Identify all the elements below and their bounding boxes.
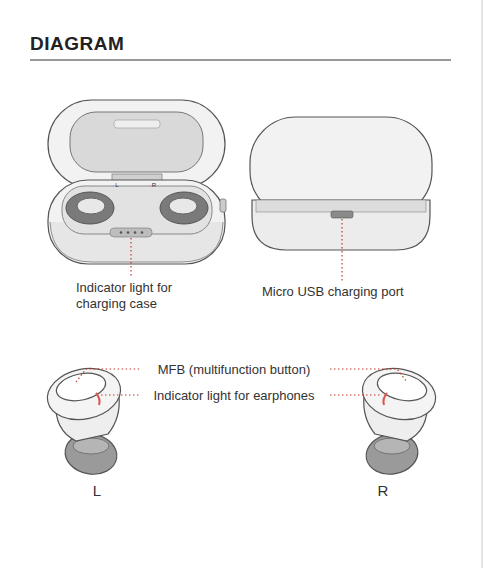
open-charging-case	[48, 100, 226, 264]
tray-marking: R	[149, 182, 159, 189]
side-marking: L	[87, 482, 107, 500]
leader-lines	[76, 219, 407, 395]
side-marking: R	[373, 482, 393, 500]
tray-marking: L	[112, 182, 122, 189]
title-rule	[30, 60, 451, 61]
part-label: Indicator light for earphones	[134, 388, 334, 404]
right-earphone	[358, 362, 441, 478]
page-title: DIAGRAM	[30, 33, 124, 55]
closed-charging-case	[250, 117, 432, 250]
page-border	[482, 0, 483, 568]
part-label: Micro USB charging port	[262, 284, 442, 300]
part-label: MFB (multifunction button)	[134, 362, 334, 378]
left-earphone	[43, 362, 126, 478]
part-label: Indicator light for charging case	[76, 280, 216, 311]
